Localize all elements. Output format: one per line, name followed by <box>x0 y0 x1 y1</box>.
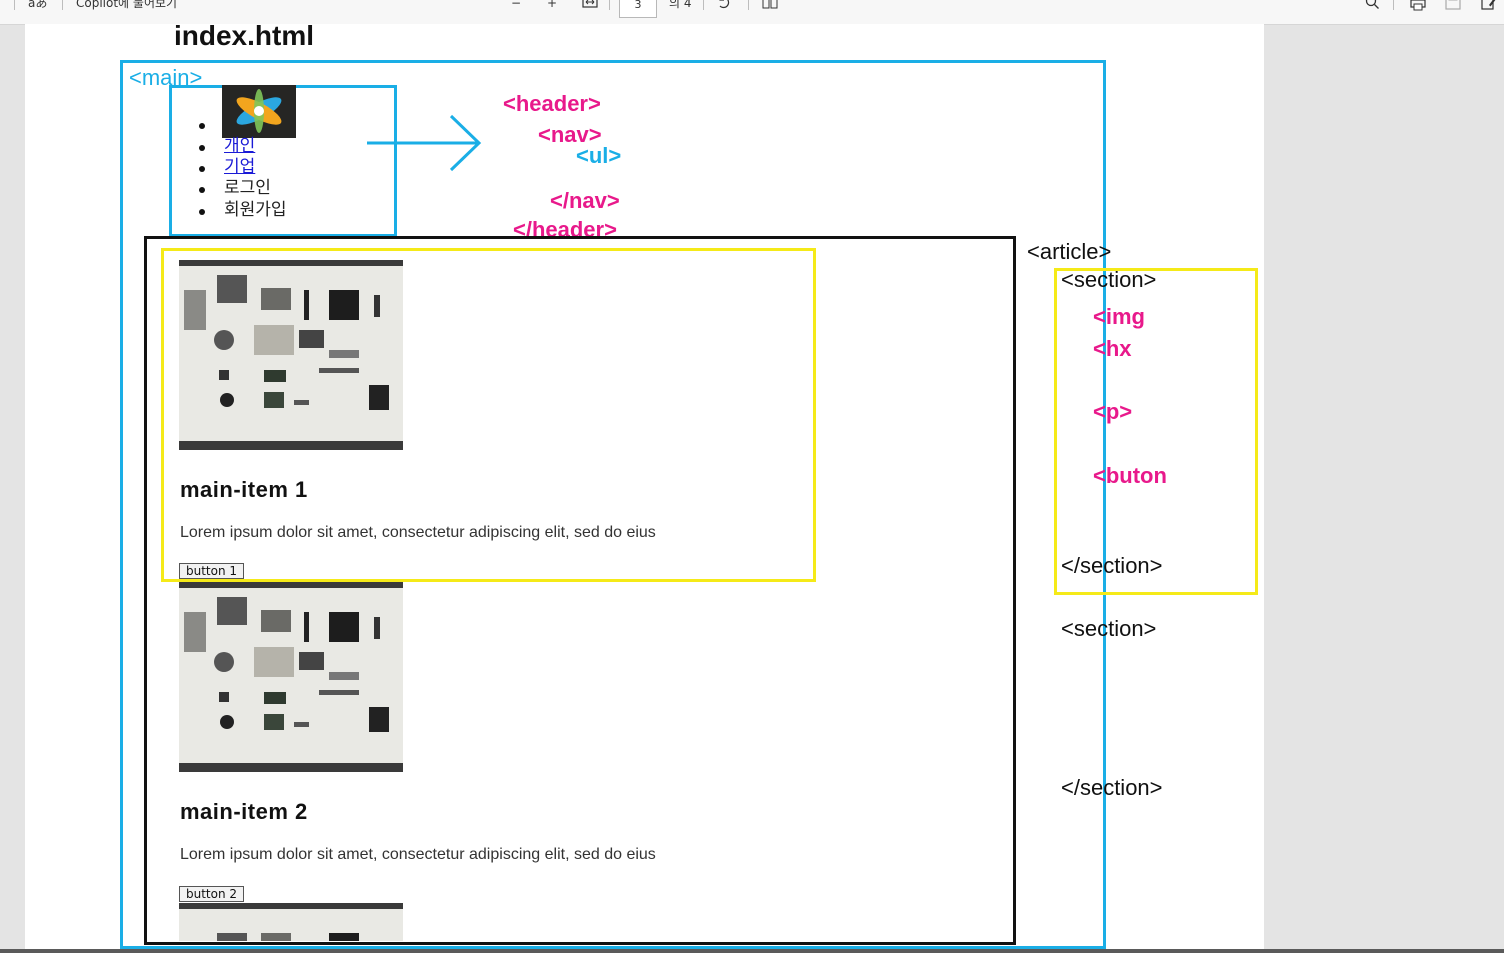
list-bullet <box>199 123 205 129</box>
item-text: Lorem ipsum dolor sit amet, consectetur … <box>180 846 656 863</box>
nav-item-signup: 회원가입 <box>224 200 287 219</box>
section-close-tag: </section> <box>1061 553 1163 578</box>
print-icon[interactable] <box>1409 0 1427 16</box>
item-image <box>179 260 403 450</box>
img-tag: <img <box>1093 304 1145 329</box>
section-close-tag-2: </section> <box>1061 775 1163 800</box>
nav-link-business[interactable]: 기업 <box>224 157 256 176</box>
article-tag-label: <article> <box>1027 239 1112 264</box>
toolbar-separator <box>62 0 63 10</box>
item-text: Lorem ipsum dolor sit amet, consectetur … <box>180 524 656 541</box>
zoom-in-icon[interactable]: + <box>547 0 558 10</box>
page-number-input[interactable]: 3 <box>619 0 657 18</box>
nav-item-login: 로그인 <box>224 178 271 197</box>
header-open-tag: <header> <box>503 91 601 116</box>
arrow-icon <box>367 114 482 172</box>
search-icon[interactable] <box>1364 0 1380 16</box>
section-open-tag-2: <section> <box>1061 616 1157 641</box>
list-bullet <box>199 145 205 151</box>
edit-icon[interactable] <box>1481 0 1497 16</box>
article-annotation-box <box>144 236 1016 945</box>
pdf-page <box>25 24 1264 953</box>
rotate-icon[interactable] <box>717 0 733 15</box>
copilot-button[interactable]: Copilot에 물어보기 <box>76 0 178 10</box>
toolbar-separator <box>609 0 610 10</box>
button-tag: <buton <box>1093 463 1167 488</box>
pdf-toolbar: aあ Copilot에 물어보기 − + 3 의 4 <box>0 0 1504 25</box>
item-image <box>179 903 403 941</box>
read-aloud-icon[interactable]: aあ <box>28 0 48 10</box>
item-button-1[interactable]: button 1 <box>179 563 245 579</box>
toolbar-separator <box>14 0 15 10</box>
section-legend-box <box>1054 268 1258 595</box>
page-view-icon[interactable] <box>762 0 778 15</box>
zoom-out-icon[interactable]: − <box>511 0 522 10</box>
nav-link-personal[interactable]: 개인 <box>224 136 256 155</box>
section-open-tag: <section> <box>1061 267 1157 292</box>
main-annotation-box <box>120 60 1106 949</box>
logo-image <box>222 85 296 138</box>
window-bottom-edge <box>0 949 1504 953</box>
item-title: main-item 1 <box>180 477 308 502</box>
page-title: index.html <box>174 20 315 51</box>
hx-tag: <hx <box>1093 336 1132 361</box>
nav-open-tag: <nav> <box>538 122 602 147</box>
item-image <box>179 582 403 772</box>
section-annotation-box <box>161 248 816 582</box>
toolbar-separator <box>703 0 704 10</box>
p-tag: <p> <box>1093 399 1133 424</box>
toolbar-separator <box>748 0 749 10</box>
list-bullet <box>199 209 205 215</box>
nav-close-tag: </nav> <box>550 188 620 213</box>
fit-width-icon[interactable] <box>582 0 598 13</box>
item-title: main-item 2 <box>180 799 308 824</box>
page-total: 의 4 <box>669 0 692 10</box>
list-bullet <box>199 187 205 193</box>
save-icon[interactable] <box>1445 0 1461 16</box>
toolbar-separator <box>1393 0 1394 10</box>
item-button-2[interactable]: button 2 <box>179 886 245 902</box>
ul-tag: <ul> <box>576 143 622 168</box>
list-bullet <box>199 166 205 172</box>
